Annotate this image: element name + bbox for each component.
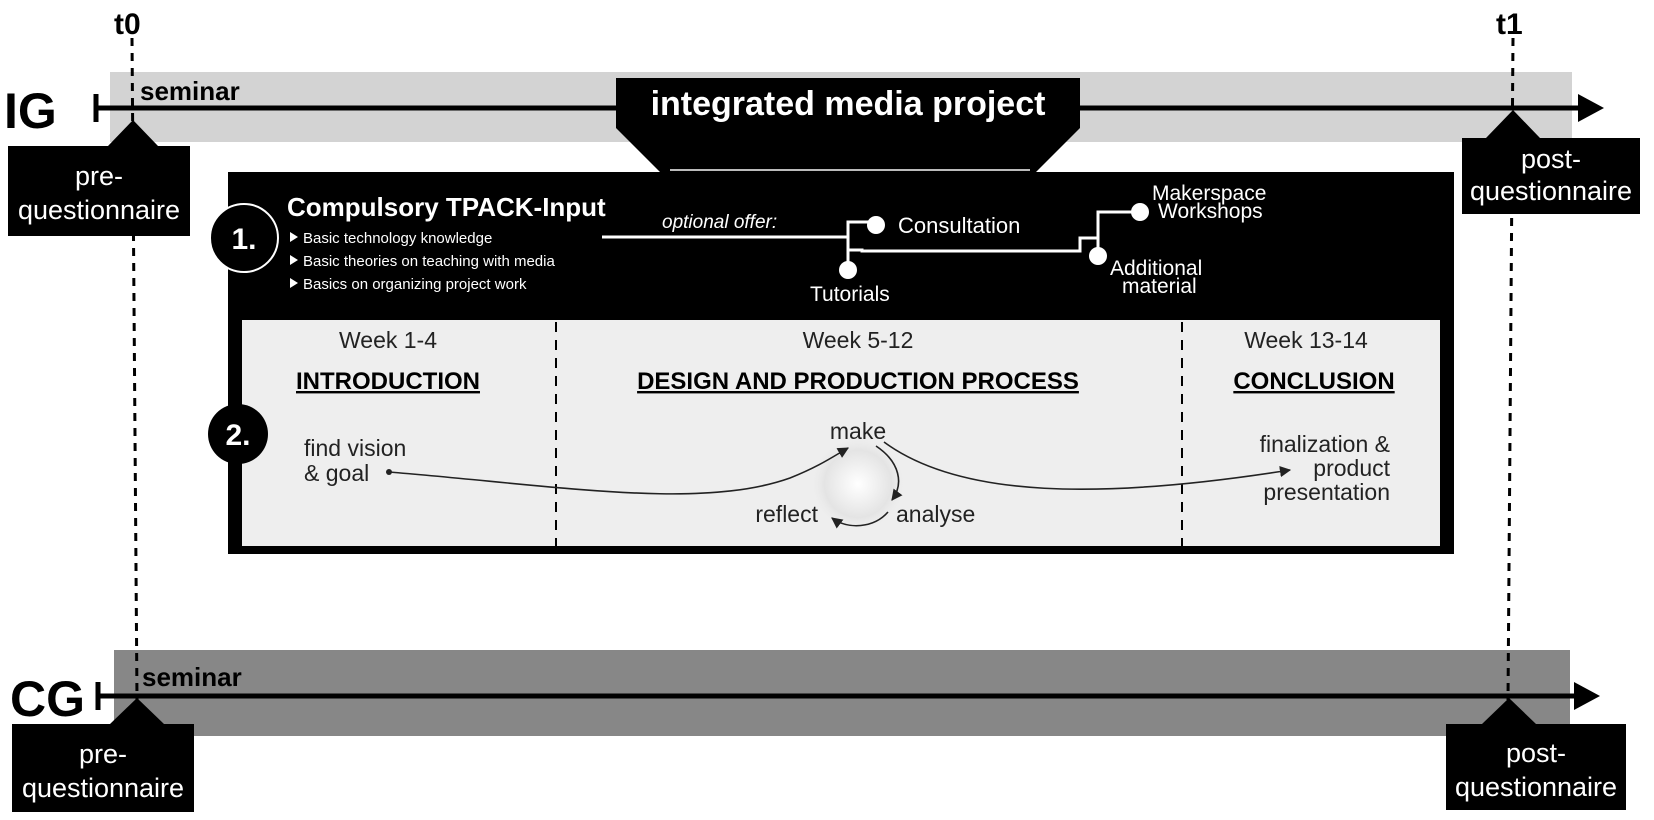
phase-3-title: CONCLUSION — [1233, 368, 1394, 395]
conclusion-text-line1: finalization & — [1260, 431, 1390, 457]
cg-seminar-label: seminar — [142, 662, 242, 692]
cg-group-label: CG — [10, 671, 85, 727]
ig-post-questionnaire-callout: post- questionnaire — [1462, 110, 1640, 214]
consultation-label: Consultation — [898, 213, 1020, 238]
conclusion-text-line3: presentation — [1263, 479, 1390, 505]
intro-text-line2: & goal — [304, 460, 369, 486]
intro-text-line1: find vision — [304, 435, 406, 461]
ig-group-label: IG — [4, 83, 57, 139]
section-2-badge — [208, 404, 268, 464]
flow-curve-intro-to-make — [388, 447, 849, 495]
cg-pre-questionnaire-line2: questionnaire — [22, 773, 184, 803]
ig-pre-questionnaire-line2: questionnaire — [18, 195, 180, 225]
phase-1-title: INTRODUCTION — [296, 368, 480, 395]
phase-2-title: DESIGN AND PRODUCTION PROCESS — [637, 368, 1079, 395]
cg-seminar-bar — [114, 650, 1570, 736]
project-header: integrated media project — [616, 78, 1080, 172]
additional-label-line1: Additional — [1110, 257, 1202, 280]
section-1-number: 1. — [231, 223, 256, 256]
cg-post-questionnaire-line2: questionnaire — [1455, 772, 1617, 802]
ig-pre-questionnaire-callout: pre- questionnaire — [8, 120, 190, 236]
phase-3-weeks: Week 13-14 — [1244, 327, 1368, 353]
flow-curve-make-to-conclusion — [883, 441, 1292, 491]
optional-offer-label: optional offer: — [662, 212, 777, 233]
cg-pre-questionnaire-callout: pre- questionnaire — [12, 698, 194, 812]
ig-pre-questionnaire-line1: pre- — [75, 161, 123, 191]
cg-post-questionnaire-line1: post- — [1506, 738, 1566, 768]
ig-timeline-arrowhead — [1578, 94, 1604, 122]
tpack-bullet-list: Basic technology knowledge Basic theorie… — [290, 230, 555, 293]
tpack-bullet-1: Basic technology knowledge — [303, 230, 492, 247]
section-1-badge — [209, 203, 279, 273]
makerspace-node — [1131, 203, 1149, 221]
tutorials-node — [839, 261, 857, 279]
cycle-reflect-label: reflect — [755, 501, 818, 527]
consultation-node — [867, 216, 885, 234]
conclusion-text-line2: product — [1313, 455, 1390, 481]
tpack-input-title: Compulsory TPACK-Input — [287, 192, 606, 222]
optional-offer-path-lower — [846, 210, 1140, 253]
cycle-arrow-analyse-to-reflect — [831, 511, 889, 529]
cycle-make-label: make — [830, 418, 886, 444]
ig-seminar-label: seminar — [140, 76, 240, 106]
cycle-glow — [810, 436, 906, 532]
makerspace-label-line2: Workshops — [1158, 200, 1263, 223]
t1-label: t1 — [1496, 8, 1523, 41]
phase-2-weeks: Week 5-12 — [803, 327, 914, 353]
section-2-number: 2. — [225, 419, 250, 452]
tpack-bullet-3: Basics on organizing project work — [303, 276, 527, 293]
tpack-bullet-2: Basic theories on teaching with media — [303, 253, 555, 270]
cycle-analyse-label: analyse — [896, 501, 975, 527]
project-title: integrated media project — [651, 85, 1046, 123]
phase-1-weeks: Week 1-4 — [339, 327, 437, 353]
cg-post-questionnaire-callout: post- questionnaire — [1446, 698, 1626, 810]
ig-post-questionnaire-line2: questionnaire — [1470, 176, 1632, 206]
cycle-arrow-make-to-analyse — [875, 445, 903, 501]
makerspace-label-line1: Makerspace — [1152, 182, 1266, 205]
additional-material-node — [1089, 247, 1107, 265]
additional-label-line2: material — [1122, 275, 1197, 298]
t0-label: t0 — [114, 8, 141, 41]
tutorials-label: Tutorials — [810, 283, 890, 306]
cg-timeline-arrowhead — [1574, 682, 1600, 710]
optional-offer-path-upper — [602, 220, 874, 239]
cg-pre-questionnaire-line1: pre- — [79, 739, 127, 769]
ig-post-questionnaire-line1: post- — [1521, 144, 1581, 174]
